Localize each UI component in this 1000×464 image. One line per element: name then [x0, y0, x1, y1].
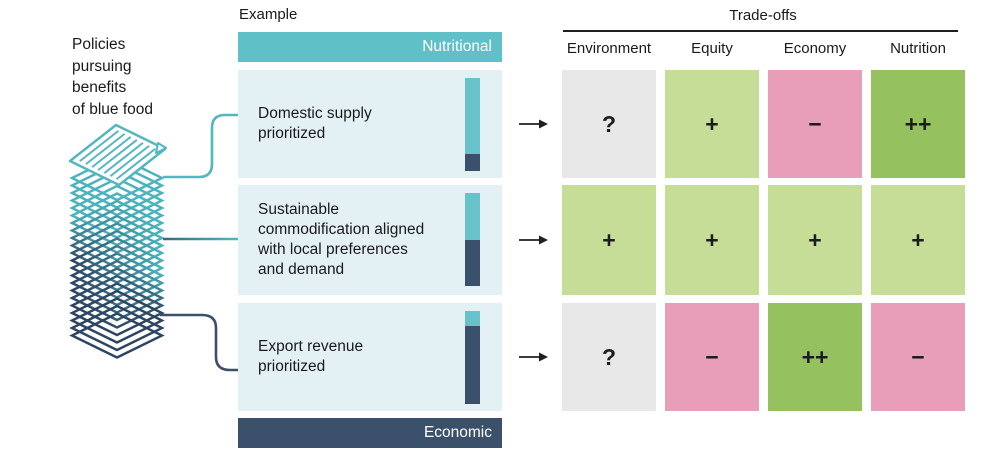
- economic-band: Economic: [238, 418, 502, 448]
- economic-segment: [465, 325, 480, 404]
- economic-segment: [465, 239, 480, 286]
- tradeoff-cell-nutrition-row2: +: [871, 185, 965, 295]
- tradeoff-symbol: −: [808, 110, 822, 137]
- tradeoff-symbol: −: [911, 343, 925, 370]
- paper-stack: [69, 154, 165, 359]
- benefit-mix-bar: [465, 193, 480, 286]
- tradeoff-cell-equity-row3: −: [665, 303, 759, 411]
- tradeoff-symbol: ++: [801, 343, 829, 370]
- example-box-text: Export revenue prioritized: [258, 338, 364, 375]
- nutritional-band: Nutritional: [238, 32, 502, 62]
- tradeoff-cell-nutrition-row1: ++: [871, 70, 965, 178]
- tradeoff-symbol: +: [911, 226, 925, 253]
- connector-to-box-1: [163, 113, 238, 179]
- tradeoff-row-1: ? + − ++: [562, 70, 965, 178]
- benefit-mix-bar: [465, 311, 480, 404]
- tradeoff-column-header-equity: Equity: [691, 40, 733, 57]
- economic-segment: [465, 154, 480, 171]
- tradeoff-symbol: −: [705, 343, 719, 370]
- nutritional-segment: [465, 193, 480, 240]
- tradeoff-headers: Environment Equity Economy Nutrition: [562, 40, 965, 57]
- tradeoff-column-header-environment: Environment: [566, 40, 652, 57]
- tradeoff-symbol: +: [808, 226, 822, 253]
- connector-to-box-3: [160, 313, 238, 372]
- tradeoff-symbol: ?: [601, 110, 617, 137]
- tradeoff-cell-environment-row1: ?: [562, 70, 656, 178]
- nutritional-band-label: Nutritional: [422, 38, 492, 55]
- example-box-1: Domestic supply prioritized: [238, 70, 502, 178]
- tradeoff-symbol: ++: [904, 110, 932, 137]
- tradeoff-symbol: +: [705, 226, 719, 253]
- example-label: Example: [239, 6, 298, 23]
- tradeoffs-title: Trade-offs: [729, 7, 797, 24]
- tradeoff-symbol: +: [705, 110, 719, 137]
- tradeoff-cell-economy-row3: ++: [768, 303, 862, 411]
- tradeoff-symbol: ?: [601, 343, 617, 370]
- tradeoffs-rule: [563, 30, 958, 32]
- tradeoff-column-header-nutrition: Nutrition: [890, 40, 946, 57]
- tradeoff-row-3: ? − ++ −: [562, 303, 965, 411]
- tradeoff-cell-nutrition-row3: −: [871, 303, 965, 411]
- arrow-icon-row-1: [519, 119, 548, 129]
- arrow-icon-row-3: [519, 352, 548, 362]
- tradeoff-cell-environment-row3: ?: [562, 303, 656, 411]
- nutritional-segment: [465, 311, 480, 326]
- example-box-text: Sustainable commodification aligned with…: [258, 201, 425, 278]
- tradeoff-cell-economy-row1: −: [768, 70, 862, 178]
- benefit-mix-bar: [465, 78, 480, 171]
- example-box-3: Export revenue prioritized: [238, 303, 502, 411]
- example-box-text: Domestic supply prioritized: [258, 105, 372, 142]
- tradeoff-symbol: +: [602, 226, 616, 253]
- example-box-2: Sustainable commodification aligned with…: [238, 185, 502, 295]
- economic-band-label: Economic: [423, 424, 492, 441]
- tradeoff-column-header-economy: Economy: [783, 40, 847, 57]
- nutritional-segment: [465, 78, 480, 155]
- tradeoff-row-2: + + + +: [562, 185, 965, 295]
- tradeoff-cell-equity-row1: +: [665, 70, 759, 178]
- tradeoff-cell-environment-row2: +: [562, 185, 656, 295]
- arrow-icon-row-2: [519, 235, 548, 245]
- tradeoff-cell-economy-row2: +: [768, 185, 862, 295]
- policies-caption: Policies pursuing benefits of blue food: [72, 36, 154, 118]
- document-icon: [68, 123, 167, 187]
- tradeoff-cell-equity-row2: +: [665, 185, 759, 295]
